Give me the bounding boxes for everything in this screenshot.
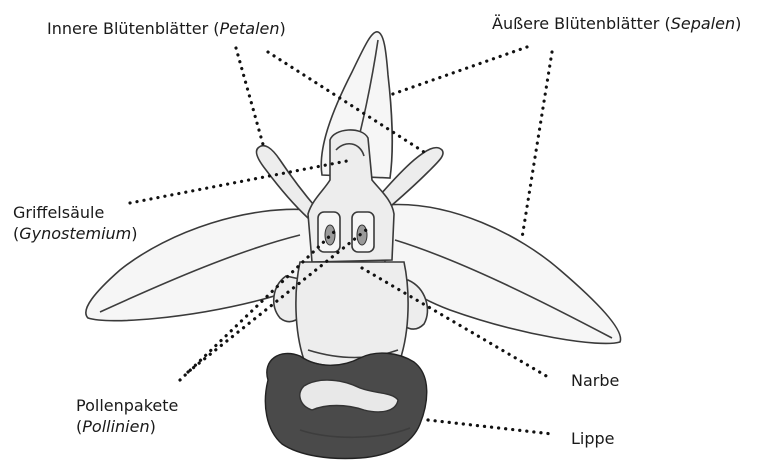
leader-sepals-dorsal [390, 47, 527, 95]
label-column-line1: Griffelsäule [13, 203, 104, 223]
label-column-term: Gynostemium [19, 224, 131, 243]
label-pollinia-term: Pollinien [82, 417, 149, 436]
pollinium-left [325, 225, 335, 245]
leader-sepals-right [522, 52, 552, 238]
label-petals-term: Petalen [220, 19, 280, 38]
label-petals: Innere Blütenblätter (Petalen) [47, 19, 286, 39]
label-pollinia-line1: Pollenpakete [76, 396, 178, 416]
label-column-line2: (Gynostemium) [13, 224, 138, 244]
label-sepals: Äußere Blütenblätter (Sepalen) [492, 14, 741, 34]
label-lip: Lippe [571, 429, 615, 449]
leader-lip [428, 420, 552, 434]
orchid-illustration [86, 32, 621, 459]
label-stigma: Narbe [571, 371, 619, 391]
label-sepals-term: Sepalen [671, 14, 735, 33]
label-pollinia-line2: (Pollinien) [76, 417, 156, 437]
leader-petals-left [236, 48, 264, 148]
left-petal [256, 146, 318, 218]
